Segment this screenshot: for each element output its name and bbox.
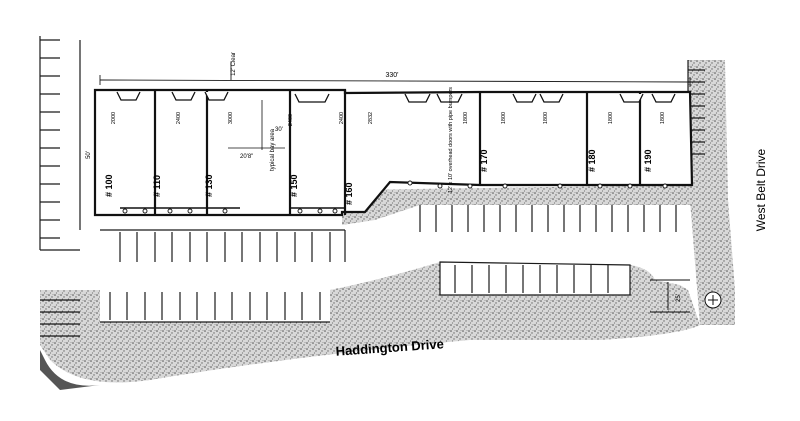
unit-area-label: 1800 [660,112,666,124]
unit-labels: # 100 2000 # 110 2400 # 130 3000 # 150 2400 # 16… [104,112,666,205]
unit-area-label: 1800 [543,112,549,124]
dimension-overall [99,62,691,87]
entrance-dimension [650,279,690,313]
street-west-belt: West Belt Drive [754,148,768,231]
unit-area-label: 1800 [501,112,507,124]
unit-number-label: # 190 [643,149,653,172]
unit-number-label: # 150 [289,174,299,197]
note-overhead-doors: 12' x 10' overhead doors with pipe bumpe… [448,87,454,193]
overhead-doors [116,91,676,103]
unit-area-label: 2400 [176,112,182,124]
unit-area-label: 2400 [339,112,345,124]
unit-number-label: # 160 [344,182,354,205]
dim-depth-label: 50' [86,151,92,159]
unit-area-label: 2400 [288,114,294,126]
note-typical-bay: typical bay area [270,128,276,171]
unit-number-label: # 170 [479,149,489,172]
unit-number-label: # 130 [204,174,214,197]
unit-number-label: # 110 [152,175,162,197]
dim-bay-depth-label: 20'8" [240,154,253,160]
parking-row-upper [100,205,677,262]
front-fixtures [122,180,668,214]
unit-number-label: # 100 [104,174,114,197]
parking-row-lower [40,261,631,337]
monument-sign [704,291,722,309]
unit-area-label: 1800 [463,112,469,124]
dim-bay-width-label: 30' [275,127,283,133]
dim-overall-label: 330' [385,72,398,79]
unit-number-label: # 180 [587,149,597,172]
dim-clear-label: 12' Clear [231,52,237,76]
unit-area-label: 3000 [228,112,234,124]
bay-dimension-marks [228,100,285,150]
unit-area-label: 2832 [368,112,374,124]
building [93,88,694,217]
dim-right-label: 25' [676,294,682,302]
unit-area-label: 2000 [111,112,117,124]
unit-area-label: 1800 [608,112,614,124]
left-parking-stalls [39,36,81,251]
